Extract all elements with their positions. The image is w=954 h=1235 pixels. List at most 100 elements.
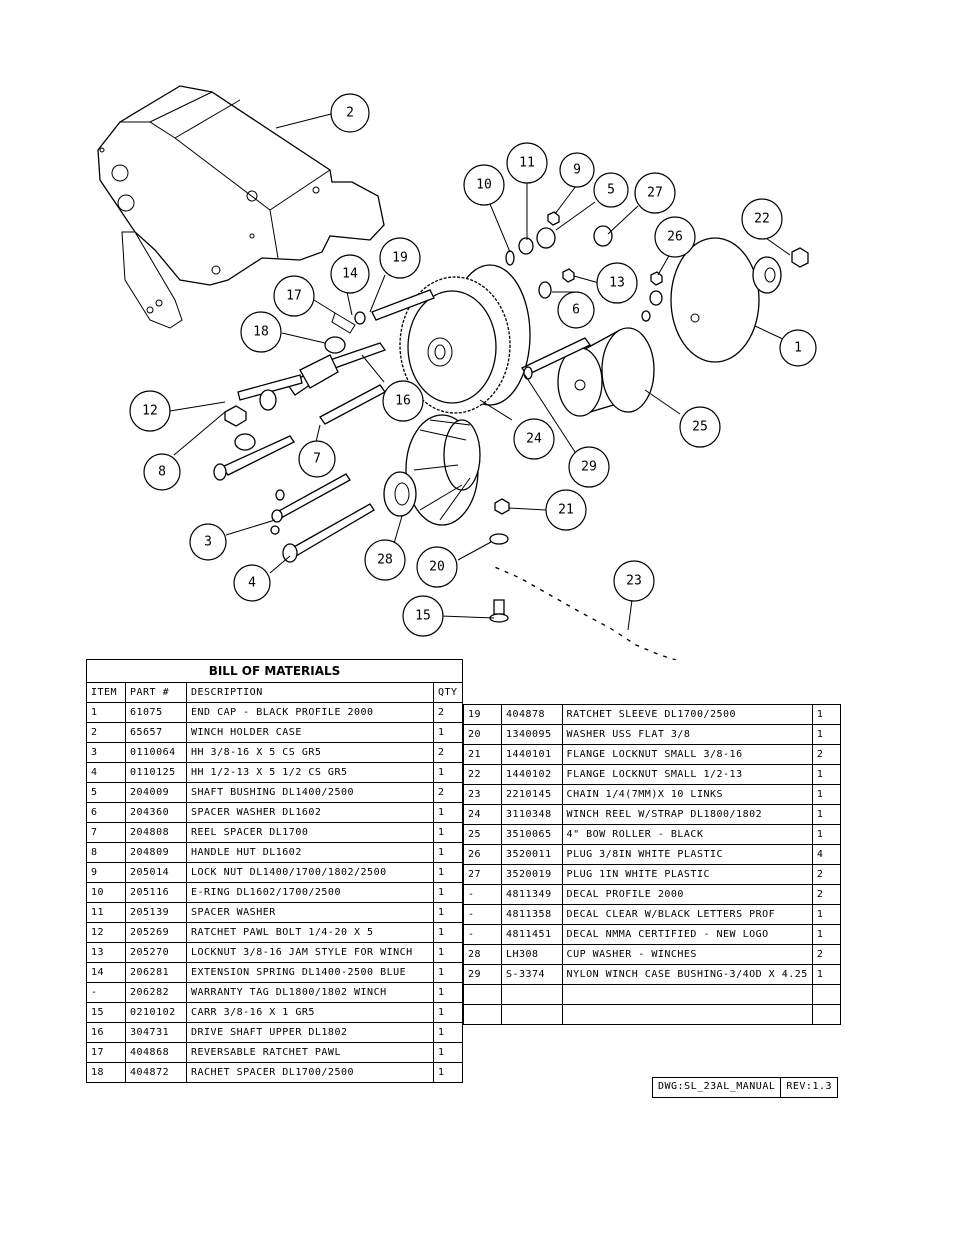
part-cell: 404868 — [125, 1042, 187, 1063]
balloon-22: 22 — [741, 198, 783, 240]
qty-cell: 2 — [811, 884, 842, 905]
description-cell: FLANGE LOCKNUT SMALL 3/8-16 — [561, 744, 813, 765]
description-cell: 4" BOW ROLLER - BLACK — [561, 824, 813, 845]
part-cell: 61075 — [125, 702, 187, 723]
description-cell: DECAL CLEAR W/BLACK LETTERS PROF — [561, 904, 813, 925]
bom-title-row: BILL OF MATERIALS — [86, 659, 463, 683]
qty-cell: 2 — [433, 702, 463, 723]
item-cell: 26 — [463, 844, 502, 865]
part-cell: 65657 — [125, 722, 187, 743]
winch-reel-gear — [399, 264, 531, 414]
svg-text:18: 18 — [253, 325, 269, 340]
svg-text:11: 11 — [519, 156, 535, 171]
item-cell: 1 — [86, 702, 126, 723]
item-cell: 5 — [86, 782, 126, 803]
description-cell: LOCKNUT 3/8-16 JAM STYLE FOR WINCH — [186, 942, 434, 963]
callout-balloons: 2 11 9 10 5 27 22 26 19 14 13 17 6 18 1 … — [129, 93, 817, 637]
description-cell: CHAIN 1/4(7MM)X 10 LINKS — [561, 784, 813, 805]
description-cell: E-RING DL1602/1700/2500 — [186, 882, 434, 903]
svg-text:27: 27 — [647, 186, 663, 201]
qty-cell: 1 — [433, 822, 463, 843]
balloon-11: 11 — [506, 142, 548, 184]
part-cell: 1440101 — [500, 744, 563, 765]
part-cell: 3510065 — [500, 824, 563, 845]
balloon-13: 13 — [596, 262, 638, 304]
part-cell: 3110348 — [500, 804, 563, 825]
qty-cell: 4 — [811, 844, 842, 865]
balloon-18: 18 — [240, 311, 282, 353]
item-cell: 16 — [86, 1022, 126, 1043]
part-cell: 204009 — [125, 782, 187, 803]
description-cell: WINCH REEL W/STRAP DL1800/1802 — [561, 804, 813, 825]
part-cell: 204360 — [125, 802, 187, 823]
exploded-assembly-drawing: 2 11 9 10 5 27 22 26 19 14 13 17 6 18 1 … — [97, 85, 817, 660]
description-cell: DECAL NMMA CERTIFIED - NEW LOGO — [561, 924, 813, 945]
qty-cell: 1 — [433, 962, 463, 983]
description-cell: RACHET SPACER DL1700/2500 — [186, 1062, 434, 1083]
description-cell: REVERSABLE RATCHET PAWL — [186, 1042, 434, 1063]
part-cell: S-3374 — [500, 964, 563, 985]
part-cell — [500, 984, 563, 1005]
winch-holder-case — [97, 85, 385, 329]
svg-text:29: 29 — [581, 460, 597, 475]
part-cell: 4811451 — [500, 924, 563, 945]
balloon-9: 9 — [559, 152, 595, 188]
item-cell: 29 — [463, 964, 502, 985]
description-cell — [561, 1004, 813, 1025]
qty-cell: 1 — [433, 922, 463, 943]
description-cell — [561, 984, 813, 1005]
item-cell: 7 — [86, 822, 126, 843]
svg-text:12: 12 — [142, 404, 158, 419]
title-block: DWG:SL_23AL_MANUAL REV:1.3 — [652, 1077, 839, 1098]
item-cell: 19 — [463, 704, 502, 725]
qty-cell: 1 — [433, 1022, 463, 1043]
item-cell: 3 — [86, 742, 126, 763]
part-cell: 404872 — [125, 1062, 187, 1083]
item-cell: 23 — [463, 784, 502, 805]
description-cell: END CAP - BLACK PROFILE 2000 — [186, 702, 434, 723]
description-cell: WARRANTY TAG DL1800/1802 WINCH — [186, 982, 434, 1003]
balloon-8: 8 — [143, 453, 181, 491]
balloon-15: 15 — [402, 595, 444, 637]
part-cell: 2210145 — [500, 784, 563, 805]
part-cell: 4811349 — [500, 884, 563, 905]
svg-text:13: 13 — [609, 276, 625, 291]
svg-text:16: 16 — [395, 394, 411, 409]
qty-cell: 1 — [811, 824, 842, 845]
part-cell: 205269 — [125, 922, 187, 943]
item-cell: 13 — [86, 942, 126, 963]
part-cell: 404878 — [500, 704, 563, 725]
svg-text:20: 20 — [429, 560, 445, 575]
item-cell: 21 — [463, 744, 502, 765]
balloon-20: 20 — [416, 546, 458, 588]
svg-text:17: 17 — [286, 289, 302, 304]
qty-cell: 1 — [433, 1002, 463, 1023]
bill-of-materials-left: BILL OF MATERIALS ITEM PART # DESCRIPTIO… — [86, 659, 463, 1083]
qty-cell: 1 — [433, 1042, 463, 1063]
revision: REV:1.3 — [780, 1078, 837, 1097]
balloon-12: 12 — [129, 390, 171, 432]
part-cell: 3520011 — [500, 844, 563, 865]
balloon-1: 1 — [779, 329, 817, 367]
qty-cell: 1 — [811, 704, 842, 725]
part-cell: LH308 — [500, 944, 563, 965]
header-part: PART # — [125, 682, 187, 703]
item-cell: 24 — [463, 804, 502, 825]
part-cell: 205270 — [125, 942, 187, 963]
balloon-28: 28 — [364, 539, 406, 581]
qty-cell: 1 — [811, 924, 842, 945]
